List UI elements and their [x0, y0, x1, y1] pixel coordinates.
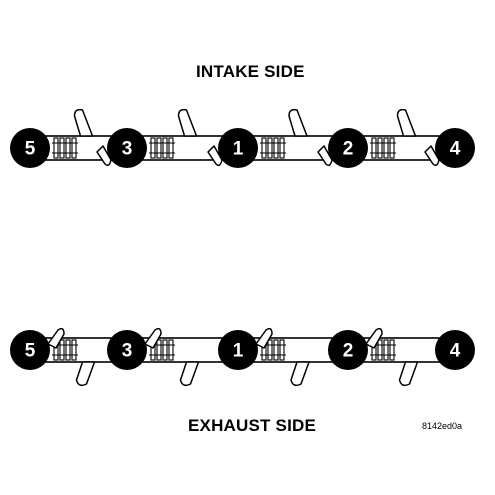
exhaust-camshaft: 5 3 1 2 4	[10, 327, 475, 387]
bearing-cap-badge-3: 3	[107, 128, 147, 168]
bearing-cap-number: 4	[450, 139, 461, 160]
cam-lobe	[398, 361, 419, 387]
cam-lobe-small	[317, 145, 333, 167]
cam-lobe-small	[365, 327, 383, 349]
bearing-cap-number: 1	[233, 341, 244, 362]
cam-lobe	[290, 361, 310, 387]
bearing-cap-badge-3: 3	[107, 330, 147, 370]
badge-circle	[107, 330, 147, 370]
bearing-cap-number: 1	[233, 139, 244, 160]
bearing-cap-number: 5	[25, 341, 36, 362]
cam-lobe	[396, 108, 417, 137]
badge-circle	[328, 128, 368, 168]
cam-lobe	[75, 361, 96, 387]
bearing-cap-badge-1: 1	[218, 330, 258, 370]
badge-circle	[107, 128, 147, 168]
badge-circle	[435, 330, 475, 370]
bearing-cap-number: 3	[122, 139, 133, 160]
journal-ribs	[52, 137, 78, 159]
cam-lobe-small	[424, 145, 440, 167]
bearing-cap-badge-2: 2	[328, 128, 368, 168]
cam-lobe	[177, 108, 198, 137]
bearing-cap-number: 2	[343, 341, 354, 362]
cam-lobe	[179, 361, 200, 387]
cam-lobe	[73, 108, 94, 137]
exhaust-side-title: EXHAUST SIDE	[188, 416, 317, 435]
journal-ribs	[260, 137, 286, 159]
figure-code: 8142ed0a	[422, 421, 463, 431]
bearing-cap-badge-4: 4	[435, 128, 475, 168]
bearing-cap-badge-5: 5	[10, 330, 50, 370]
badge-circle	[435, 128, 475, 168]
intake-side-title: INTAKE SIDE	[196, 62, 305, 81]
journal-ribs	[260, 339, 286, 361]
journal-ribs	[149, 137, 175, 159]
cam-lobe	[288, 108, 308, 137]
bearing-cap-number: 5	[25, 139, 36, 160]
badge-circle	[10, 330, 50, 370]
intake-camshaft: 5 3 1 2 4	[10, 108, 475, 168]
bearing-cap-number: 2	[343, 139, 354, 160]
badge-circle	[10, 128, 50, 168]
bearing-cap-badge-5: 5	[10, 128, 50, 168]
badge-circle	[218, 128, 258, 168]
badge-circle	[218, 330, 258, 370]
cam-lobe-small	[255, 327, 273, 349]
bearing-cap-badge-4: 4	[435, 330, 475, 370]
bearing-cap-badge-1: 1	[218, 128, 258, 168]
cam-lobe-small	[207, 145, 223, 167]
bearing-cap-number: 4	[450, 341, 461, 362]
bearing-cap-badge-2: 2	[328, 330, 368, 370]
cam-lobe-small	[144, 327, 162, 349]
cam-lobe-small	[47, 327, 65, 349]
badge-circle	[328, 330, 368, 370]
journal-ribs	[370, 137, 396, 159]
cam-lobe-small	[96, 145, 112, 167]
bearing-cap-number: 3	[122, 341, 133, 362]
